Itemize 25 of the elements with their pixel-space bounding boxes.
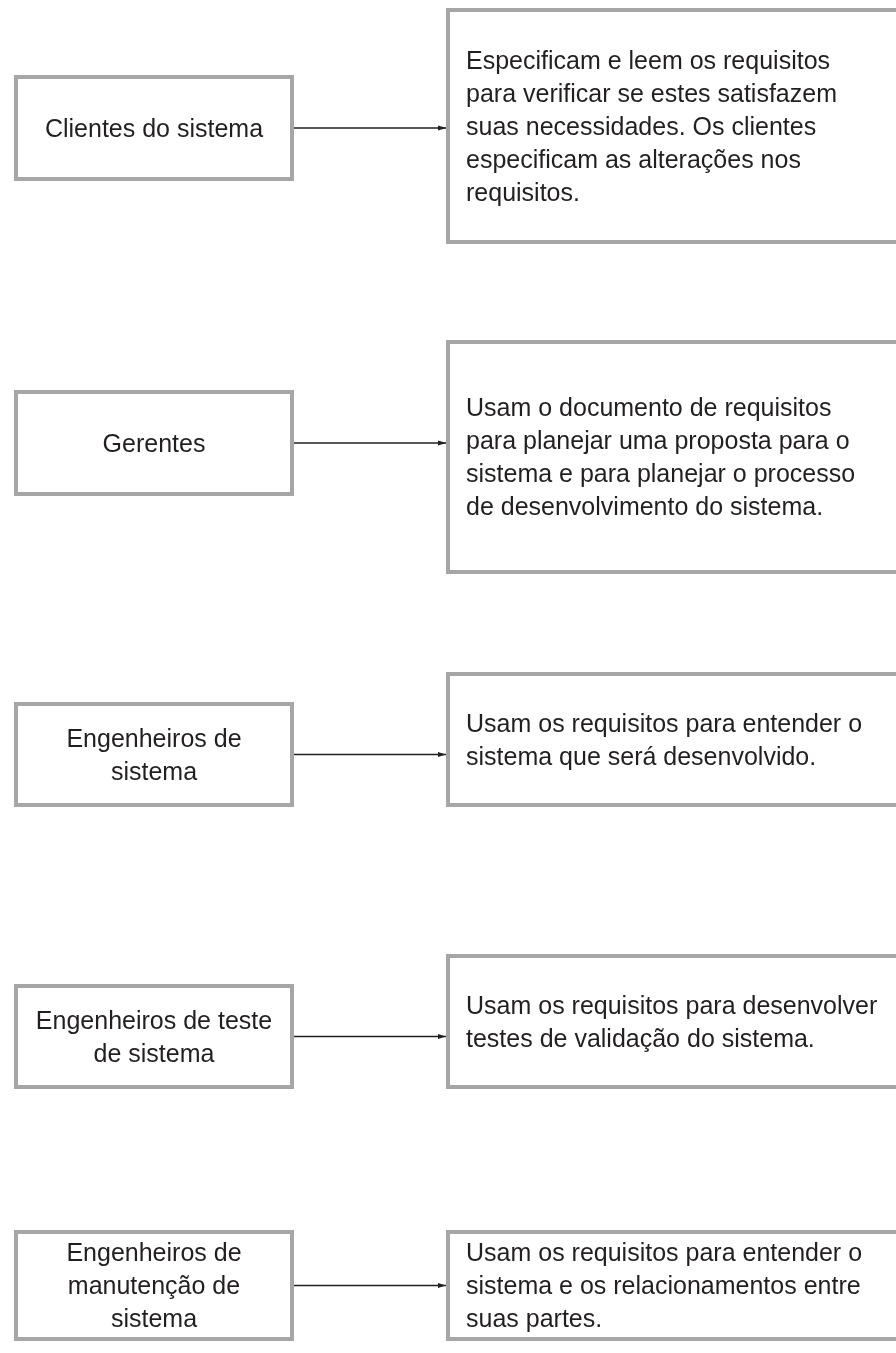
box-text: Especificam e leem os requisitos para verificar se estes satisfazem suas necessidades. Os clientes especificam as alterações nos requisitos. (466, 44, 838, 208)
description-box (446, 8, 896, 244)
arrow (293, 1283, 447, 1288)
box-text: Gerentes (102, 427, 206, 459)
role-box (14, 75, 294, 181)
role-box (14, 390, 294, 496)
role-box (14, 702, 294, 807)
box-text: Engenheiros de sistema (65, 722, 243, 787)
box-text: Engenheiros de teste de sistema (34, 1004, 274, 1069)
box-text: Usam os requisitos para entender o sistema e os relacionamentos entre suas partes. (466, 1237, 864, 1334)
role-box (14, 1230, 294, 1341)
box-text: Usam o documento de requisitos para planejar uma proposta para o sistema e para planejar o processo de desenvolvimento do sistema. (466, 392, 857, 522)
description-box (446, 672, 896, 807)
arrow (293, 125, 447, 131)
role-box (14, 984, 294, 1089)
arrow (293, 1034, 447, 1039)
description-box (446, 340, 896, 574)
description-box (446, 954, 896, 1089)
box-text: Usam os requisitos para entender o sistema que será desenvolvido. (466, 707, 864, 772)
box-text: Engenheiros de manutenção de sistema (65, 1237, 243, 1334)
box-text: Clientes do sistema (44, 112, 264, 144)
arrow (293, 752, 447, 757)
arrow (293, 440, 447, 446)
box-text: Usam os requisitos para desenvolver testes de validação do sistema. (466, 989, 879, 1054)
description-box (446, 1230, 896, 1341)
